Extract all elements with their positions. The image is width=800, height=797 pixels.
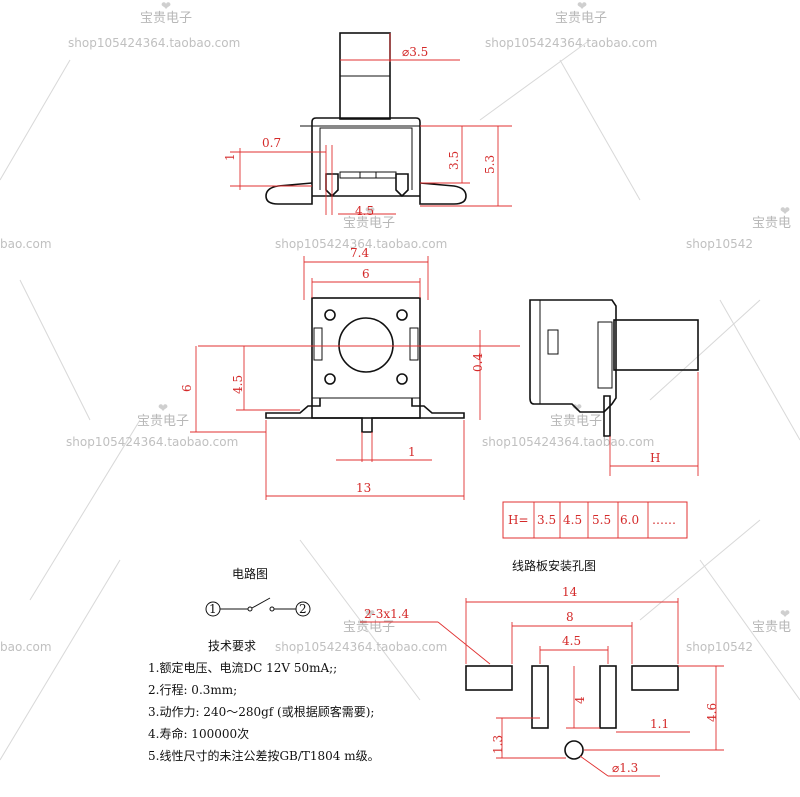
dim-6-top: 6 [362, 267, 370, 281]
pcb-dim-4: 4 [573, 696, 587, 704]
dim-0-4: 0.4 [471, 353, 485, 372]
watermark-lines [0, 39, 800, 761]
dim-4-5-left: 4.5 [231, 375, 245, 394]
top-view-dimensions: ⌀3.5 0.7 1 3.5 5.3 4.5 [223, 33, 512, 218]
dim-1-side: 1 [223, 153, 237, 161]
circuit-diagram: 电路图 1 2 [205, 566, 311, 617]
pcb-dim-4-5: 4.5 [562, 634, 581, 648]
watermark-name: 宝贵电子 [343, 620, 395, 635]
watermark-url: shop105424364.taobao.com [66, 435, 238, 449]
watermark-name: 宝贵电子 [555, 11, 607, 26]
tech-title: 技术要求 [208, 639, 256, 653]
watermark-url: shop105424364.taobao.com [485, 36, 657, 50]
dim-3-5-height: 3.5 [447, 151, 461, 170]
pcb-dim-8: 8 [566, 610, 574, 624]
pin-1-label: 1 [209, 602, 217, 616]
dim-5-3: 5.3 [483, 155, 497, 174]
tech-line: 3.动作力: 240～280gf (或根据顾客需要); [148, 704, 374, 719]
pcb-holes-label: 2-3x1.4 [364, 607, 410, 621]
h-table-value: 3.5 [537, 513, 556, 527]
side-view-dimensions: H [609, 372, 699, 476]
svg-text:❤: ❤ [365, 204, 375, 218]
pcb-dim-1-1: 1.1 [650, 717, 669, 731]
svg-text:❤: ❤ [780, 607, 790, 621]
tech-line: 4.寿命: 100000次 [148, 726, 249, 741]
top-view [265, 32, 467, 205]
tech-requirements: 技术要求 1.额定电压、电流DC 12V 50mA;; 2.行程: 0.3mm;… [148, 639, 380, 763]
pcb-dim-4-6: 4.6 [705, 703, 719, 722]
dim-4-5-bottom: 4.5 [355, 204, 374, 218]
watermark-name: 宝贵电 [752, 216, 791, 231]
watermark-url: shop10542 [686, 237, 753, 251]
h-table-label: H= [508, 513, 529, 527]
watermark-url: shop105424364.taobao.com [482, 435, 654, 449]
h-table-value: 5.5 [592, 513, 611, 527]
watermark-url: shop105424364.taobao.com [275, 237, 447, 251]
watermark-url: bao.com [0, 640, 52, 654]
tech-line: 1.额定电压、电流DC 12V 50mA;; [148, 660, 337, 675]
h-table-value: 6.0 [620, 513, 639, 527]
dim-13: 13 [356, 481, 371, 495]
watermark-url: shop10542 [686, 640, 753, 654]
watermark-name: 宝贵电子 [140, 11, 192, 26]
pcb-hole-diameter: ⌀1.3 [612, 761, 638, 775]
dim-0-7: 0.7 [262, 136, 281, 150]
watermark-name: 宝贵电子 [343, 216, 395, 231]
dim-6-left: 6 [180, 384, 194, 392]
pcb-hole-pattern: 线路板安装孔图 14 8 4.5 4 4.6 1.1 1.3 ⌀1. [360, 558, 724, 777]
watermark-url: shop105424364.taobao.com [68, 36, 240, 50]
side-view [529, 299, 699, 437]
watermark-url: bao.com [0, 237, 52, 251]
dim-7-4: 7.4 [350, 246, 369, 260]
watermark-name: 宝贵电 [752, 620, 791, 635]
h-table: H= 3.5 4.5 5.5 6.0 …… [502, 501, 688, 539]
watermark-url: shop105424364.taobao.com [275, 640, 447, 654]
svg-text:❤: ❤ [780, 204, 790, 218]
circuit-title: 电路图 [232, 566, 268, 581]
svg-text:❤: ❤ [161, 0, 171, 13]
tech-line: 2.行程: 0.3mm; [148, 682, 237, 697]
watermarks: ❤ 宝贵电子 shop105424364.taobao.com ❤ 宝贵电子 s… [0, 0, 791, 654]
front-view-dimensions: 7.4 6 4.5 6 0.4 1 13 [180, 246, 520, 500]
watermark-name: 宝贵电子 [137, 414, 189, 429]
dim-diameter-3-5: ⌀3.5 [402, 45, 428, 59]
h-table-value: 4.5 [563, 513, 582, 527]
front-view [265, 297, 465, 433]
dim-1-bottom: 1 [408, 445, 416, 459]
tech-line: 5.线性尺寸的未注公差按GB/T1804 m级。 [148, 748, 380, 763]
pcb-dim-14: 14 [562, 585, 578, 599]
svg-text:❤: ❤ [158, 401, 168, 415]
dim-h: H [650, 451, 660, 465]
pcb-dim-1-3: 1.3 [491, 735, 505, 754]
pin-2-label: 2 [299, 602, 307, 616]
svg-text:❤: ❤ [577, 0, 587, 13]
svg-text:❤: ❤ [365, 607, 375, 621]
watermark-name: 宝贵电子 [550, 414, 602, 429]
h-table-value: …… [652, 513, 676, 527]
pcb-title: 线路板安装孔图 [512, 558, 596, 573]
